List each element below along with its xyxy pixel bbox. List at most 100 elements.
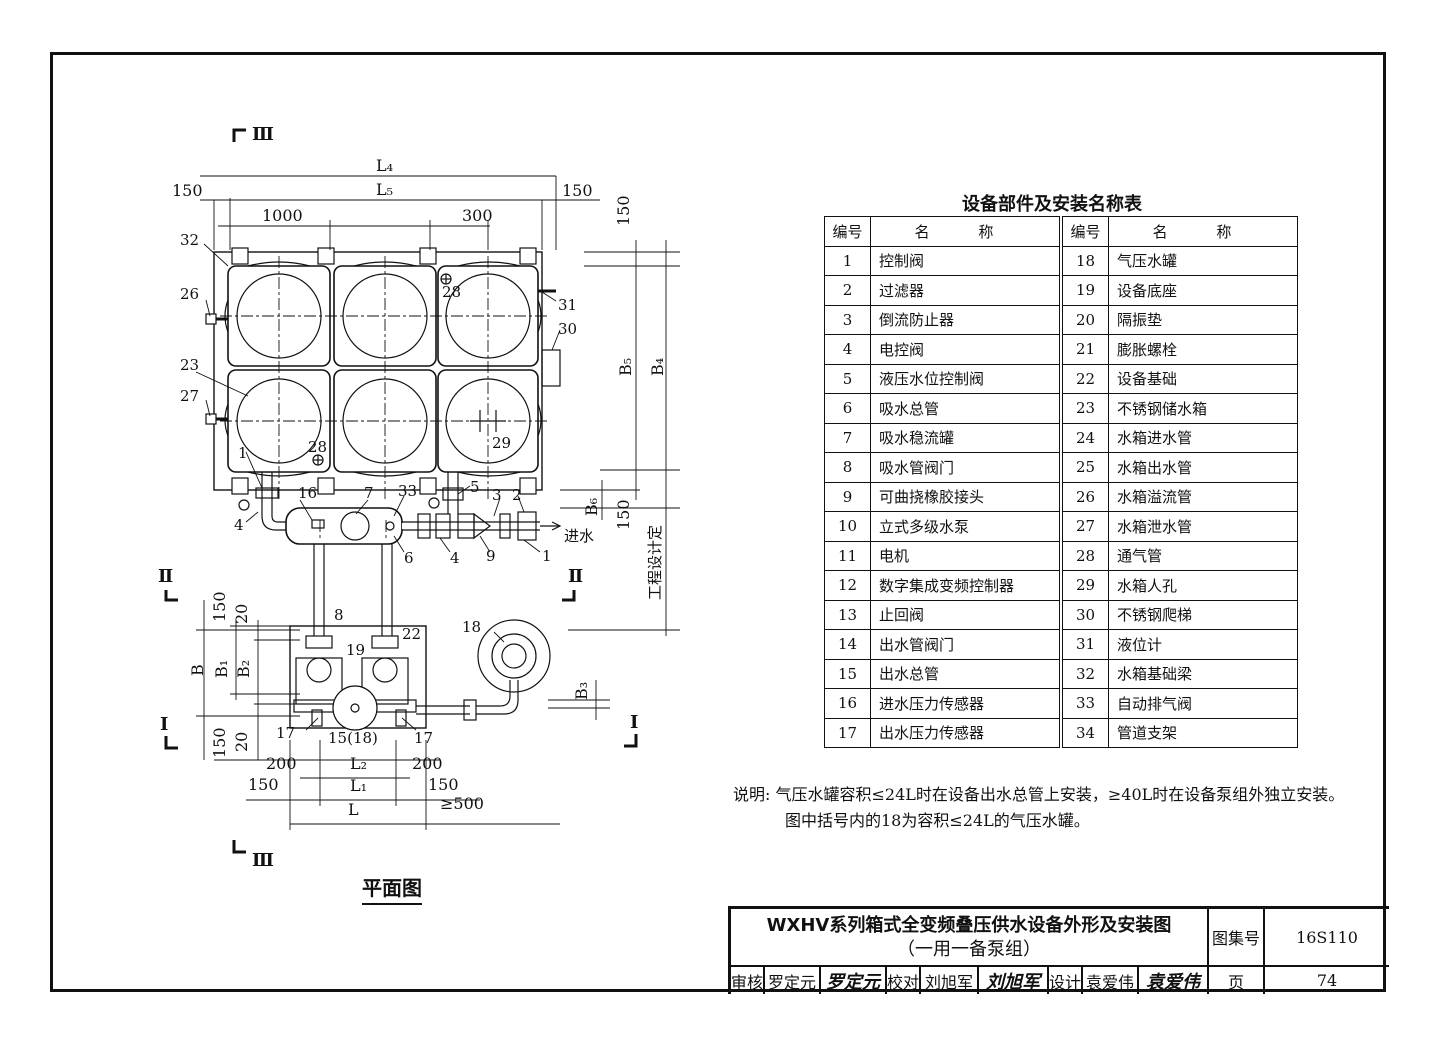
part-name: 水箱人孔 bbox=[1108, 570, 1298, 601]
callout-15: 15(18) bbox=[328, 729, 378, 747]
dim-l4: L₄ bbox=[376, 156, 394, 175]
section-mark-i-left: I bbox=[160, 714, 169, 735]
part-number: 11 bbox=[824, 540, 871, 571]
part-number: 14 bbox=[824, 629, 871, 660]
table-header-row: 编号 名 称 编号 名 称 bbox=[824, 216, 1298, 247]
part-name: 不锈钢储水箱 bbox=[1108, 393, 1298, 424]
part-number: 25 bbox=[1059, 452, 1109, 483]
callout-9: 9 bbox=[486, 547, 496, 565]
check-label: 校对 bbox=[887, 967, 921, 994]
part-name: 过滤器 bbox=[870, 275, 1062, 306]
callout-28-bottom: 28 bbox=[308, 438, 328, 456]
part-name: 膨胀螺栓 bbox=[1108, 334, 1298, 365]
part-name: 水箱溢流管 bbox=[1108, 481, 1298, 512]
callout-23: 23 bbox=[180, 356, 200, 374]
reviewer-name: 罗定元 bbox=[765, 967, 821, 994]
callout-33: 33 bbox=[398, 482, 418, 500]
review-label: 审核 bbox=[731, 967, 765, 994]
callout-27: 27 bbox=[180, 387, 200, 405]
dim-200-left: 200 bbox=[266, 754, 297, 773]
dim-l5: L₅ bbox=[376, 180, 394, 199]
checker-name: 刘旭军 bbox=[921, 967, 979, 994]
callout-18: 18 bbox=[462, 618, 482, 636]
part-number: 2 bbox=[824, 275, 871, 306]
notes: 说明: 气压水罐容积≤24L时在设备出水总管上安装，≥40L时在设备泵组外独立安… bbox=[733, 782, 1344, 834]
callout-19: 19 bbox=[346, 641, 366, 659]
suction-header bbox=[285, 507, 403, 545]
part-name: 立式多级水泵 bbox=[870, 511, 1062, 542]
part-name: 止回阀 bbox=[870, 599, 1062, 630]
part-number: 15 bbox=[824, 658, 871, 689]
dim-300: 300 bbox=[462, 206, 493, 225]
part-number: 21 bbox=[1059, 334, 1109, 365]
callout-8: 8 bbox=[334, 606, 344, 624]
page-number: 74 bbox=[1316, 971, 1338, 990]
note-line-1: 说明: 气压水罐容积≤24L时在设备出水总管上安装，≥40L时在设备泵组外独立安… bbox=[733, 785, 1345, 804]
part-name: 水箱进水管 bbox=[1108, 422, 1298, 453]
callout-26: 26 bbox=[180, 285, 200, 303]
part-number: 33 bbox=[1059, 688, 1109, 719]
part-name: 控制阀 bbox=[870, 245, 1062, 276]
dim-150-bottom-left: 150 bbox=[248, 775, 279, 794]
part-number: 32 bbox=[1059, 658, 1109, 689]
part-name: 可曲挠橡胶接头 bbox=[870, 481, 1062, 512]
part-name: 数字集成变频控制器 bbox=[870, 570, 1062, 601]
part-number: 23 bbox=[1059, 393, 1109, 424]
part-name: 吸水管阀门 bbox=[870, 452, 1062, 483]
part-number: 1 bbox=[824, 245, 871, 276]
part-name: 出水管阀门 bbox=[870, 629, 1062, 660]
designer-signature: 袁爱伟 bbox=[1139, 967, 1209, 994]
dim-b2: B₂ bbox=[234, 659, 253, 678]
dim-20-bottom: 20 bbox=[232, 731, 251, 752]
drawing-title-line-2: （一用一备泵组） bbox=[897, 939, 1041, 960]
part-name: 设备基础 bbox=[1108, 363, 1298, 394]
callout-3: 3 bbox=[492, 486, 502, 504]
part-number: 4 bbox=[824, 334, 871, 365]
section-mark-iii-top: Ⅲ bbox=[252, 124, 274, 145]
note-line-2: 图中括号内的18为容积≤24L的气压水罐。 bbox=[785, 811, 1090, 830]
callout-1-top: 1 bbox=[238, 444, 248, 462]
part-name: 水箱基础梁 bbox=[1108, 658, 1298, 689]
section-mark-ii-right: Ⅱ bbox=[568, 566, 584, 587]
page-label: 页 bbox=[1209, 967, 1265, 994]
section-mark-ii-left: Ⅱ bbox=[158, 566, 174, 587]
reviewer-signature: 罗定元 bbox=[821, 967, 887, 994]
part-name: 设备底座 bbox=[1108, 275, 1298, 306]
callout-32: 32 bbox=[180, 231, 200, 249]
part-name: 出水总管 bbox=[870, 658, 1062, 689]
part-number: 28 bbox=[1059, 540, 1109, 571]
part-name: 管道支架 bbox=[1108, 717, 1298, 748]
dim-l1: L₁ bbox=[350, 776, 368, 795]
drawing-title-line-1: WXHV系列箱式全变频叠压供水设备外形及安装图 bbox=[766, 915, 1172, 936]
dim-200-right: 200 bbox=[412, 754, 443, 773]
part-number: 6 bbox=[824, 393, 871, 424]
dim-b4: B₄ bbox=[648, 357, 667, 376]
part-number: 29 bbox=[1059, 570, 1109, 601]
dim-150-bottom-right: 150 bbox=[428, 775, 459, 794]
dim-150-top-left: 150 bbox=[172, 181, 203, 200]
part-number: 12 bbox=[824, 570, 871, 601]
part-number: 31 bbox=[1059, 629, 1109, 660]
atlas-number: 16S110 bbox=[1265, 909, 1389, 967]
callout-2: 2 bbox=[512, 486, 522, 504]
part-number: 30 bbox=[1059, 599, 1109, 630]
part-number: 18 bbox=[1059, 245, 1109, 276]
dim-150-right-mid: 150 bbox=[614, 499, 633, 530]
callout-17-right: 17 bbox=[414, 729, 434, 747]
dim-150-left-top: 150 bbox=[210, 591, 229, 622]
callout-4-right: 4 bbox=[450, 549, 460, 567]
dim-b: B bbox=[188, 664, 207, 676]
part-number: 5 bbox=[824, 363, 871, 394]
